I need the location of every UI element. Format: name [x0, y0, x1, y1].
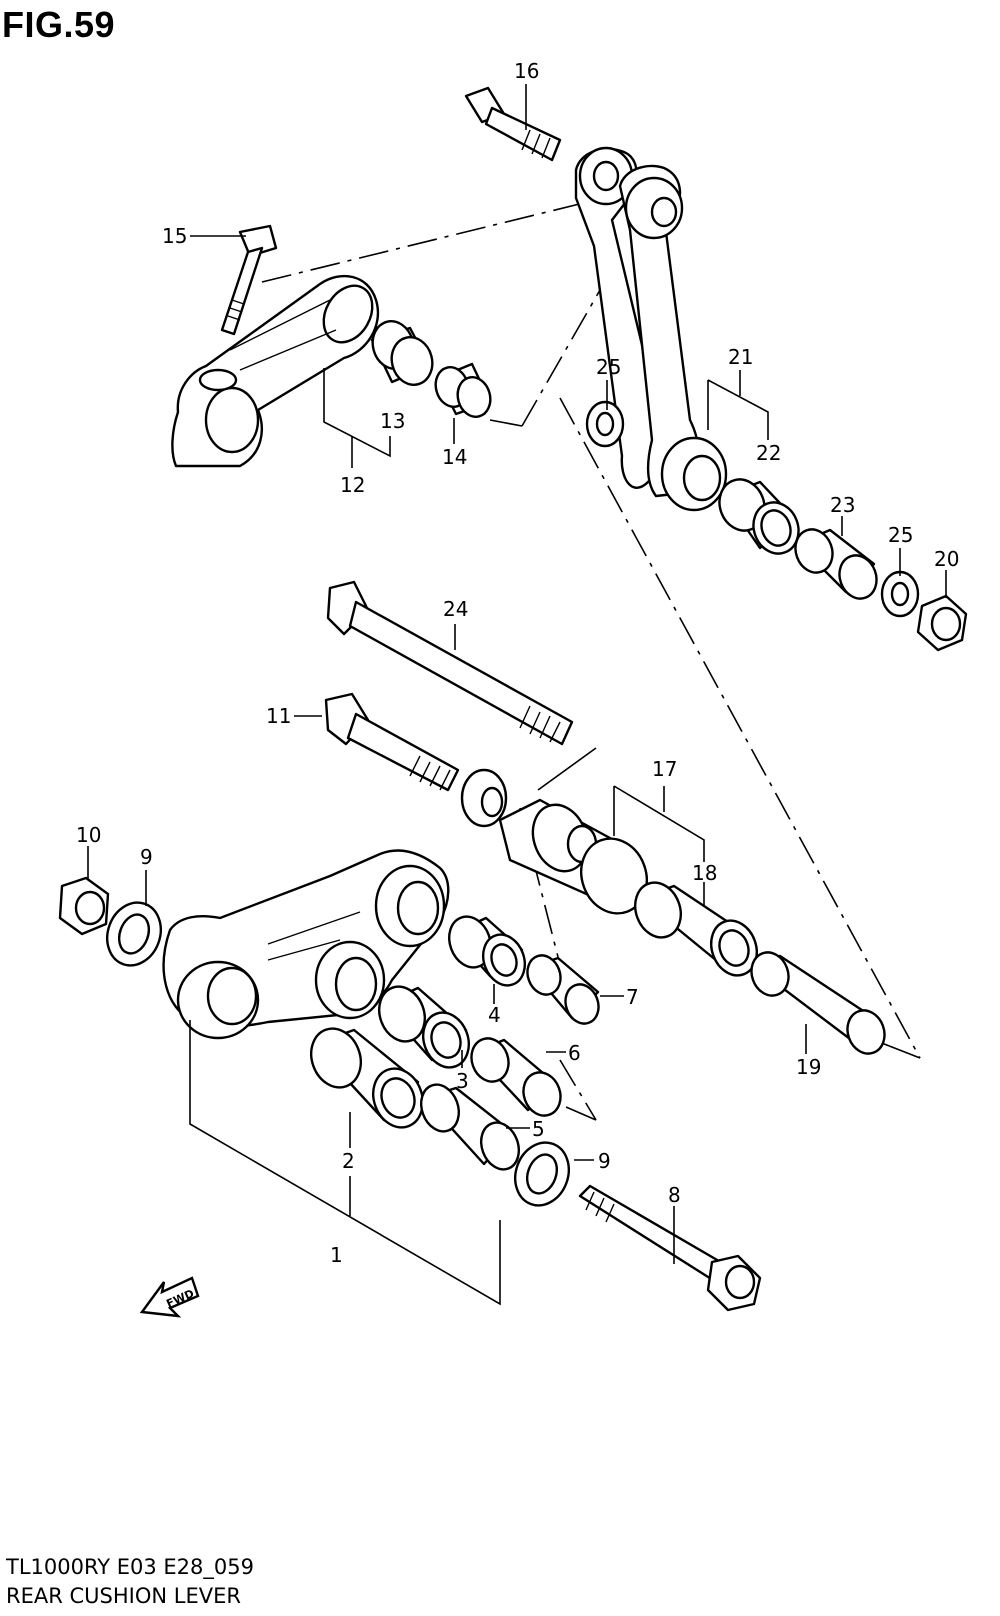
callout-10: 10 — [76, 823, 101, 847]
bolt-24 — [326, 580, 574, 746]
callout-21: 21 — [728, 345, 753, 369]
callout-25-lower: 25 — [888, 523, 913, 547]
collar-23 — [794, 528, 878, 600]
collar-14 — [434, 362, 492, 418]
model-code: TL1000RY E03 E28_059 — [6, 1555, 254, 1579]
callout-6: 6 — [568, 1041, 581, 1065]
callout-17: 17 — [652, 757, 677, 781]
bolt-11 — [324, 692, 460, 792]
callout-24: 24 — [443, 597, 468, 621]
figure-label: FIG.59 — [2, 4, 116, 45]
callout-3: 3 — [456, 1069, 469, 1093]
bolt-8 — [578, 1184, 762, 1312]
leader-lines — [87, 84, 947, 1306]
bearing-13 — [370, 320, 434, 386]
callout-8: 8 — [668, 1183, 681, 1207]
callout-20: 20 — [934, 547, 959, 571]
bearing-3 — [378, 985, 470, 1069]
rear-cushion-rod-bracket — [171, 274, 380, 468]
bearing-22 — [718, 478, 800, 555]
bolt-15 — [220, 224, 278, 336]
callout-18: 18 — [692, 861, 717, 885]
washer-9-right — [514, 1141, 570, 1207]
callout-15: 15 — [162, 224, 187, 248]
callout-4: 4 — [488, 1003, 501, 1027]
callout-19: 19 — [796, 1055, 821, 1079]
callout-2: 2 — [342, 1149, 355, 1173]
washer-9-left — [106, 901, 162, 967]
callout-23: 23 — [830, 493, 855, 517]
collar-19 — [750, 951, 886, 1055]
callout-labels: 16 15 13 14 12 25 21 22 23 25 20 24 11 1… — [76, 59, 959, 1267]
callout-5: 5 — [532, 1117, 545, 1141]
rear-cushion-lever — [162, 849, 450, 1040]
collar-5 — [419, 1083, 521, 1171]
nut-10 — [58, 876, 110, 936]
bearing-18 — [634, 881, 758, 977]
callout-7: 7 — [626, 985, 639, 1009]
callout-12: 12 — [340, 473, 365, 497]
bearing-17 — [498, 798, 648, 915]
bearing-4 — [448, 915, 526, 987]
callout-9-right: 9 — [598, 1149, 611, 1173]
collar-6 — [470, 1037, 562, 1117]
bearing-2 — [310, 1027, 424, 1129]
callout-25-upper: 25 — [596, 355, 621, 379]
rear-cushion-rod — [574, 146, 728, 512]
callout-16: 16 — [514, 59, 539, 83]
collar-7 — [526, 954, 600, 1025]
callout-14: 14 — [442, 445, 467, 469]
callout-13: 13 — [380, 409, 405, 433]
bolt-16 — [464, 86, 562, 162]
callout-22: 22 — [756, 441, 781, 465]
callout-9-left: 9 — [140, 845, 153, 869]
washer-25-upper — [585, 400, 625, 448]
section-name: REAR CUSHION LEVER — [6, 1584, 241, 1608]
callout-11: 11 — [266, 704, 291, 728]
washer-25-lower — [880, 570, 920, 618]
forward-arrow-badge: FWD — [139, 1276, 200, 1318]
callout-1: 1 — [330, 1243, 343, 1267]
nut-20 — [916, 594, 968, 652]
spacer-collar — [460, 768, 508, 828]
